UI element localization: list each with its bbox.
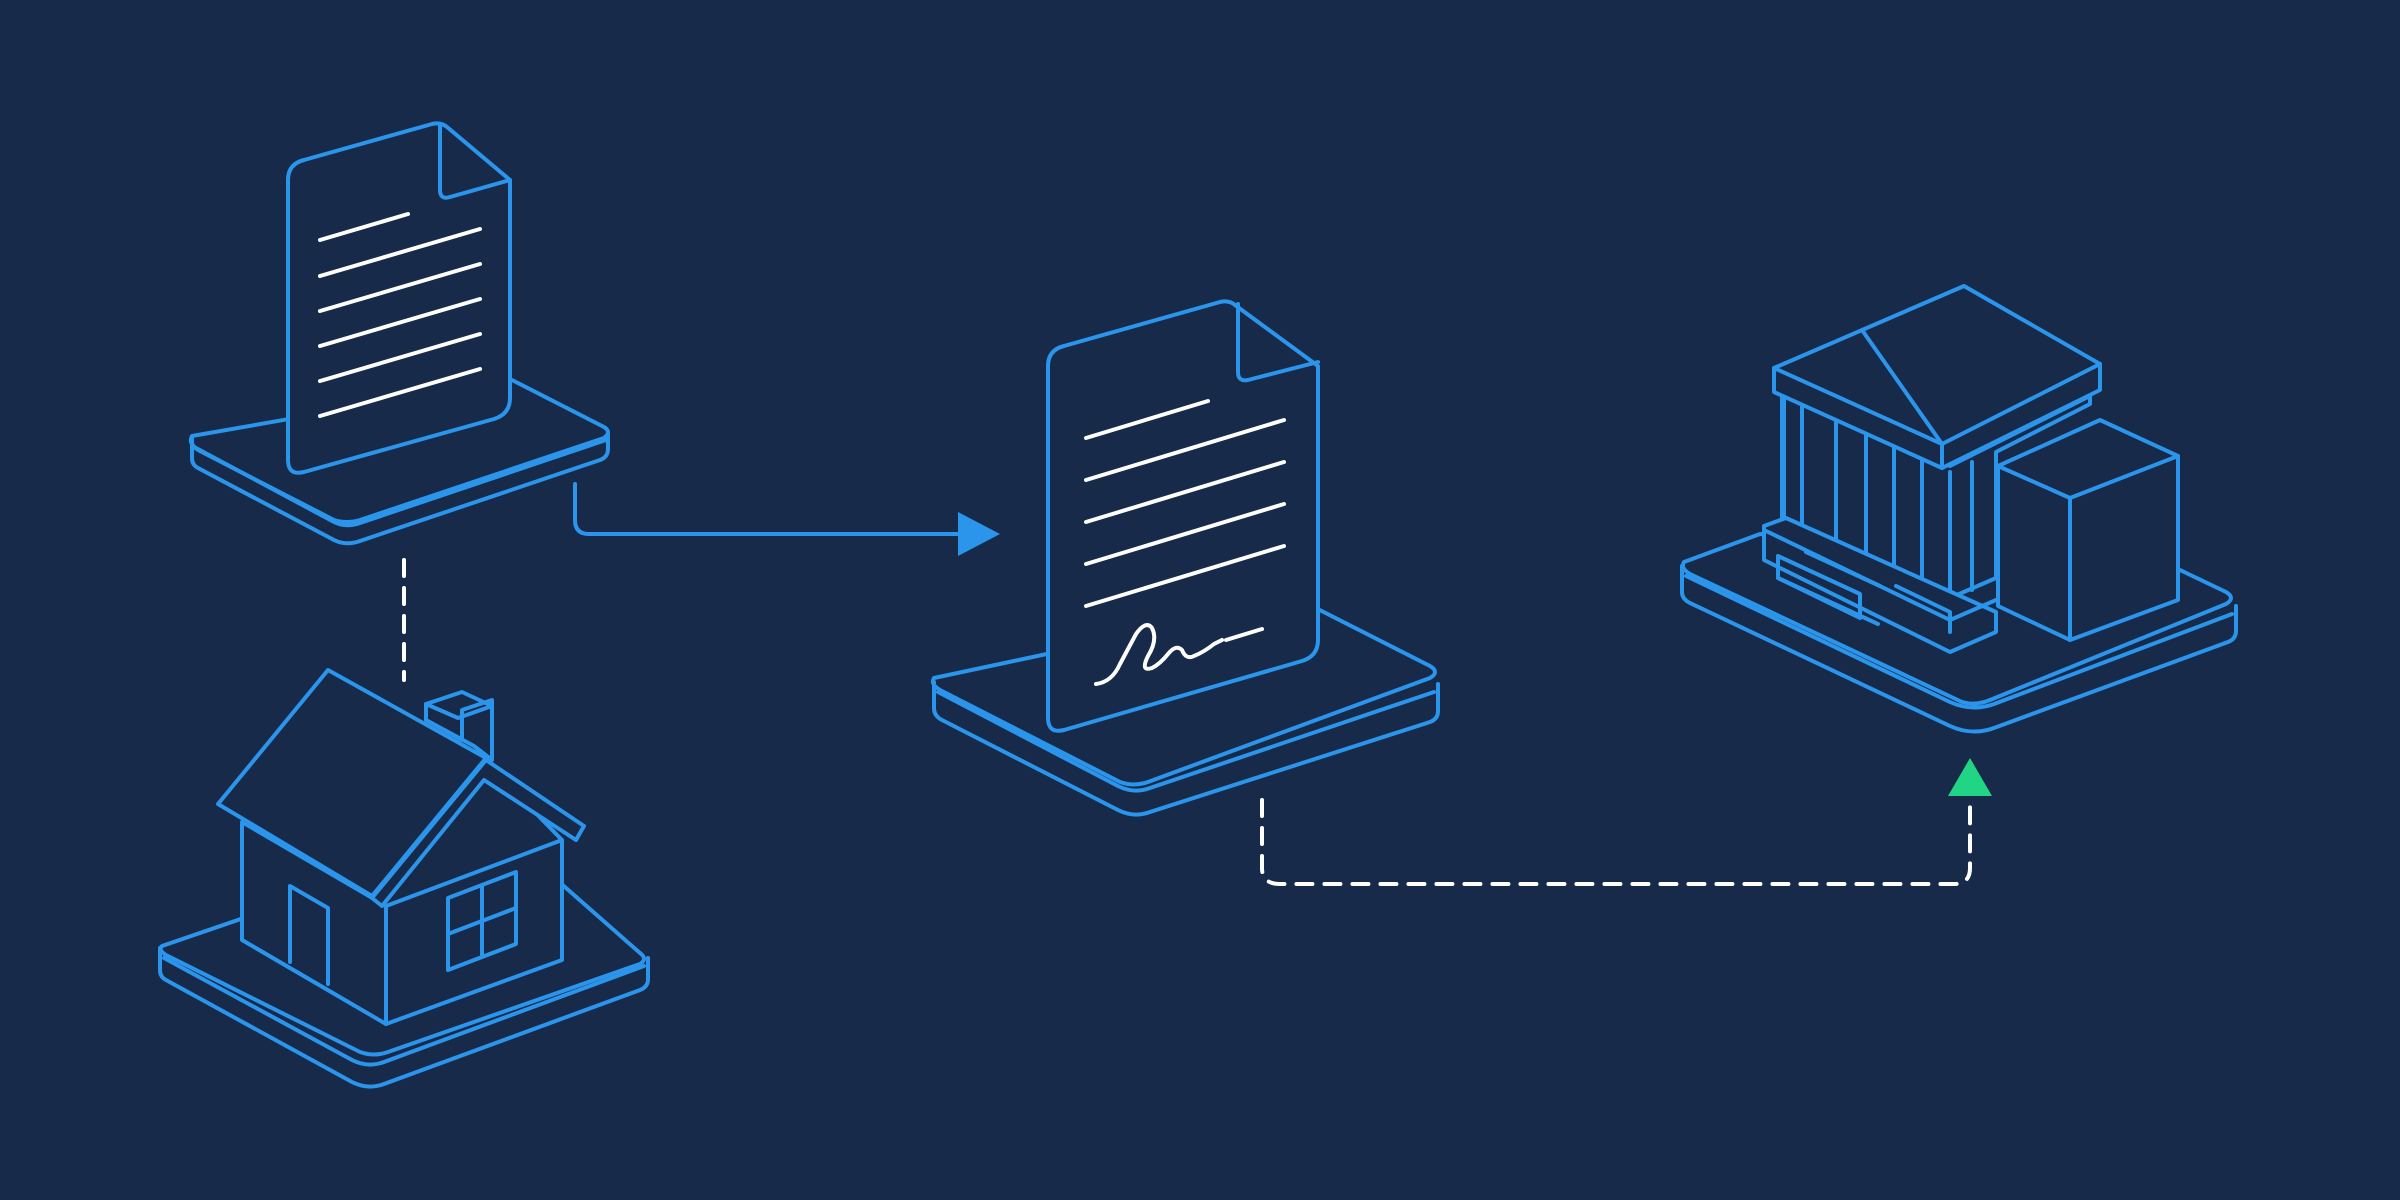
signed-document-node — [930, 299, 1440, 817]
annex-block — [1996, 418, 2180, 642]
signature-icon — [1094, 623, 1264, 686]
arrowhead-up-icon — [1948, 758, 1992, 796]
signed-document-icon — [1046, 299, 1320, 733]
bank-node — [1680, 284, 2238, 734]
house-node — [158, 668, 650, 1089]
bank-building-icon — [1762, 284, 2180, 654]
document-text-lines — [318, 212, 482, 418]
arrowhead-right-icon — [958, 512, 1000, 556]
window-icon — [446, 870, 518, 972]
house-icon — [216, 668, 586, 1026]
entrance-steps — [1762, 516, 1998, 654]
document-node — [188, 121, 610, 546]
connector-line — [573, 482, 962, 536]
columns — [1782, 396, 1974, 592]
connector-signed-document-to-bank — [1260, 758, 1992, 886]
document-icon — [286, 121, 512, 475]
connector-line-dashed — [1260, 794, 1972, 886]
document-text-lines — [1084, 399, 1286, 608]
connector-document-to-signed-document — [573, 482, 1000, 556]
